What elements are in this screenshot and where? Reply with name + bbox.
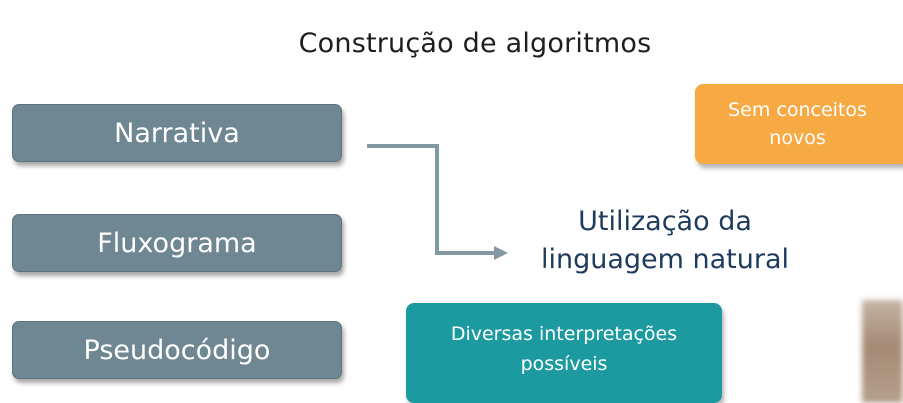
callout-interpretations-line-1: Diversas interpretações xyxy=(450,323,678,345)
natural-language-text: Utilização da linguagem natural xyxy=(520,203,810,279)
slide-title: Construção de algoritmos xyxy=(298,28,652,59)
method-box-fluxograma: Fluxograma xyxy=(12,214,342,272)
method-label-fluxograma: Fluxograma xyxy=(97,227,257,259)
callout-no-new-concepts-line-2: novos xyxy=(769,127,826,149)
method-label-pseudocodigo: Pseudocódigo xyxy=(83,334,271,366)
natural-language-line-1: Utilização da xyxy=(578,206,752,237)
method-box-pseudocodigo: Pseudocódigo xyxy=(12,321,342,379)
natural-language-line-2: linguagem natural xyxy=(540,244,790,275)
callout-no-new-concepts: Sem conceitos novos xyxy=(695,84,903,164)
arrow-head-icon xyxy=(494,246,508,260)
callout-interpretations-line-2: possíveis xyxy=(520,353,608,375)
method-box-narrativa: Narrativa xyxy=(12,104,342,162)
blurred-webcam-overlay xyxy=(862,300,903,403)
callout-no-new-concepts-line-1: Sem conceitos xyxy=(728,99,867,121)
method-label-narrativa: Narrativa xyxy=(114,117,240,149)
callout-interpretations: Diversas interpretações possíveis xyxy=(406,303,722,403)
connector-line xyxy=(367,144,496,255)
